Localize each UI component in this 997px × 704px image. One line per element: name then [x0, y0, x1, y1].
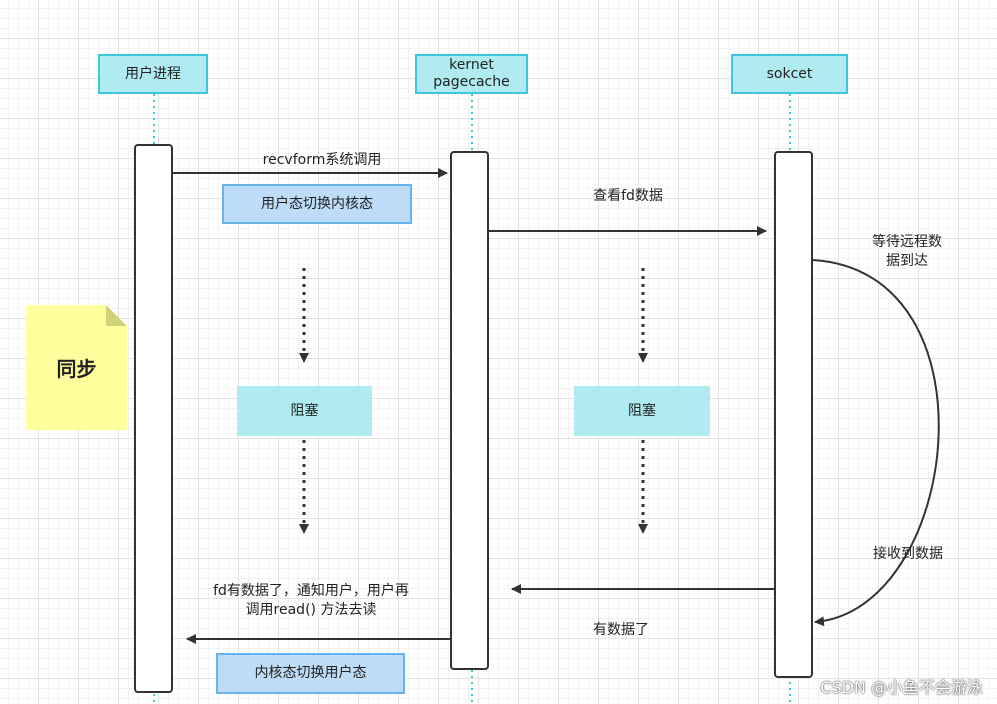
curve-wait-remote	[811, 259, 940, 627]
state-blocked-1-label: 阻塞	[290, 402, 319, 419]
activation-socket	[774, 151, 813, 678]
state-kernel-to-user-label: 内核态切换用户态	[254, 665, 367, 681]
activation-kernel	[450, 151, 489, 670]
participant-socket: sokcet	[731, 54, 848, 94]
message-check-fd: 查看fd数据	[593, 188, 663, 204]
message-recvfrom: recvform系统调用	[262, 152, 382, 168]
participant-user-process-label: 用户进程	[125, 65, 181, 82]
message-receive: 接收到数据	[873, 546, 943, 562]
participant-kernel-label: kernet pagecache	[433, 57, 510, 90]
participant-user-process: 用户进程	[98, 54, 208, 94]
state-blocked-1: 阻塞	[237, 386, 372, 436]
sync-note-label: 同步	[56, 357, 97, 381]
participant-socket-label: sokcet	[766, 65, 813, 82]
message-wait-remote: 等待远程数 据到达	[872, 234, 942, 269]
message-notify-user: fd有数据了，通知用户，用户再 调用read() 方法去读	[213, 583, 409, 618]
activation-user-process	[134, 144, 173, 693]
message-has-data: 有数据了	[593, 622, 649, 638]
state-kernel-to-user: 内核态切换用户态	[216, 653, 405, 694]
state-blocked-2-label: 阻塞	[628, 402, 656, 419]
state-user-to-kernel: 用户态切换内核态	[222, 184, 412, 224]
watermark: CSDN @小鱼不会游泳	[820, 678, 983, 697]
participant-kernel: kernet pagecache	[415, 54, 528, 94]
state-blocked-2: 阻塞	[574, 386, 710, 436]
state-user-to-kernel-label: 用户态切换内核态	[261, 195, 373, 212]
